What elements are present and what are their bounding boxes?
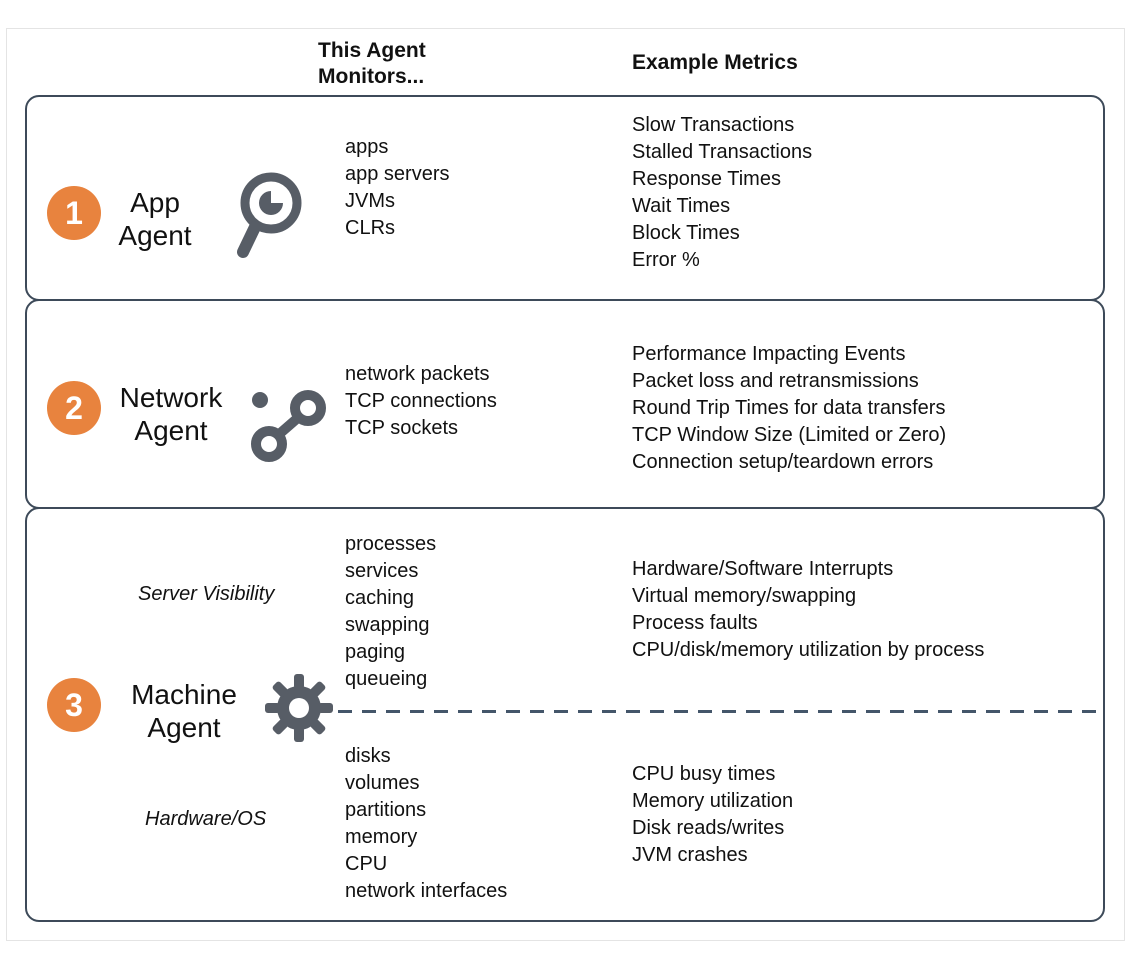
metric-item: Virtual memory/swapping (632, 585, 857, 607)
monitors-list-server-visibility: processes services caching swapping pagi… (345, 531, 436, 693)
metrics-list-hardware-os: CPU busy times Memory utilization Disk r… (632, 761, 793, 869)
network-agent-panel (25, 299, 1105, 509)
metrics-list-network: Performance Impacting Events Packet loss… (632, 341, 946, 476)
monitor-item: network packets (345, 363, 490, 385)
step-number-badge: 1 (47, 186, 101, 240)
monitor-item: CLRs (345, 217, 396, 239)
metric-item: Error % (632, 249, 700, 271)
section-label-hardware-os: Hardware/OS (145, 808, 267, 830)
step-number-badge: 2 (47, 381, 101, 435)
monitors-list-network: network packets TCP connections TCP sock… (345, 361, 497, 442)
agent-name-network: Network Agent (119, 382, 223, 446)
monitor-item: caching (345, 587, 414, 609)
monitor-item: TCP connections (345, 390, 497, 412)
metric-item: Hardware/Software Interrupts (632, 558, 894, 580)
monitor-item: swapping (345, 614, 430, 636)
metric-item: CPU/disk/memory utilization by process (632, 639, 985, 661)
monitor-item: CPU (345, 853, 388, 875)
metric-item: Slow Transactions (632, 114, 795, 136)
metric-item: Disk reads/writes (632, 817, 785, 839)
monitor-item: queueing (345, 668, 428, 690)
column-header-metrics: Example Metrics (632, 51, 798, 74)
metric-item: Response Times (632, 168, 781, 190)
metrics-list-app: Slow Transactions Stalled Transactions R… (632, 112, 812, 274)
outer-frame (6, 28, 1125, 941)
machine-agent-panel (25, 507, 1105, 922)
monitors-list-hardware-os: disks volumes partitions memory CPU netw… (345, 743, 507, 905)
section-label-server-visibility: Server Visibility (138, 583, 275, 605)
agent-name-machine: Machine Agent (131, 679, 237, 743)
metric-item: CPU busy times (632, 763, 776, 785)
section-divider-dashed-line (338, 710, 1104, 713)
metric-item: Connection setup/teardown errors (632, 451, 934, 473)
metric-item: Round Trip Times for data transfers (632, 397, 946, 419)
monitor-item: app servers (345, 163, 450, 185)
monitors-list-app: apps app servers JVMs CLRs (345, 134, 450, 242)
metric-item: Wait Times (632, 195, 731, 217)
monitor-item: processes (345, 533, 437, 555)
monitor-item: services (345, 560, 419, 582)
monitor-item: network interfaces (345, 880, 508, 902)
monitor-item: memory (345, 826, 418, 848)
metric-item: Stalled Transactions (632, 141, 813, 163)
monitor-item: JVMs (345, 190, 395, 212)
metric-item: Packet loss and retransmissions (632, 370, 919, 392)
monitor-item: volumes (345, 772, 420, 794)
metric-item: Memory utilization (632, 790, 794, 812)
column-header-monitors: This Agent Monitors... (318, 39, 426, 88)
monitor-item: partitions (345, 799, 427, 821)
agent-name-app: App Agent (118, 187, 192, 251)
metric-item: Performance Impacting Events (632, 343, 906, 365)
metric-item: Process faults (632, 612, 758, 634)
monitor-item: apps (345, 136, 389, 158)
step-number-badge: 3 (47, 678, 101, 732)
monitor-item: disks (345, 745, 391, 767)
metric-item: JVM crashes (632, 844, 748, 866)
magnifier-clock-icon (222, 167, 312, 259)
monitor-item: paging (345, 641, 406, 663)
metric-item: TCP Window Size (Limited or Zero) (632, 424, 947, 446)
gear-icon (262, 670, 336, 746)
network-nodes-icon (247, 387, 329, 465)
monitor-item: TCP sockets (345, 417, 458, 439)
metrics-list-server-visibility: Hardware/Software Interrupts Virtual mem… (632, 556, 984, 664)
metric-item: Block Times (632, 222, 740, 244)
